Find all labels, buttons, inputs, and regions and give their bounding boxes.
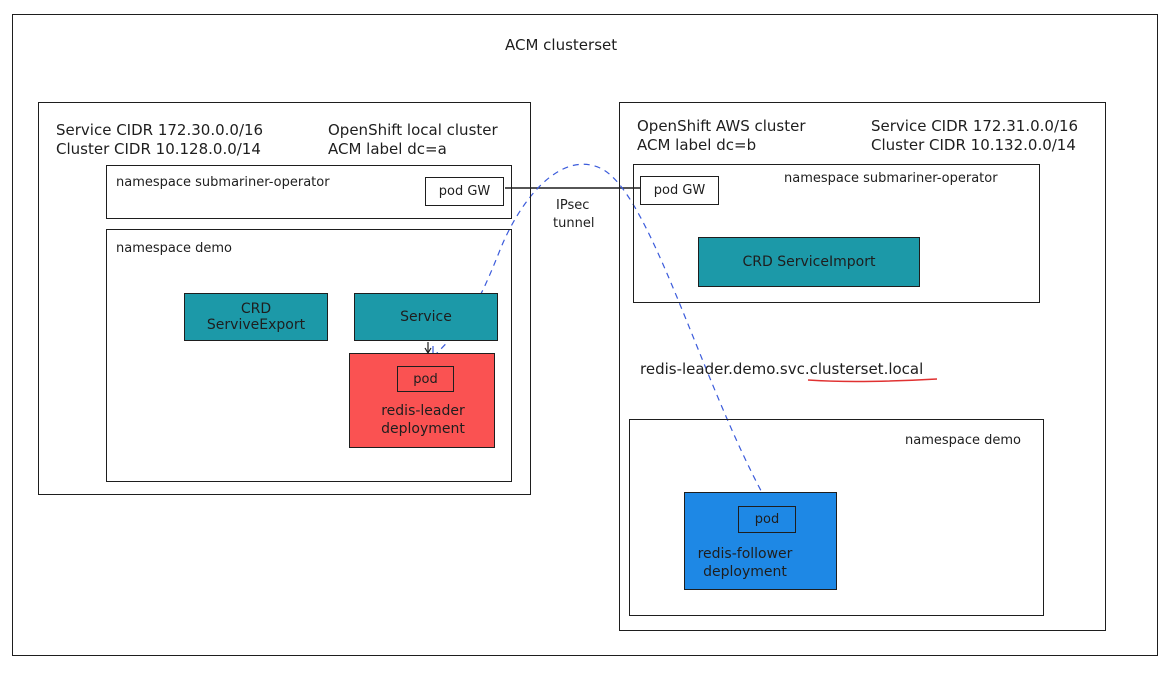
redis-leader-pod: pod [397, 366, 454, 392]
redis-follower-label: redis-follower deployment [685, 545, 805, 581]
tunnel-label: tunnel [553, 216, 595, 231]
aws-pod-gw-label: pod GW [653, 183, 706, 198]
local-service-cidr: Service CIDR 172.30.0.0/16 [56, 121, 264, 139]
redis-leader-label: redis-leader deployment [350, 402, 496, 438]
aws-ns-operator-label: namespace submariner-operator [784, 171, 998, 186]
aws-service-cidr: Service CIDR 172.31.0.0/16 [871, 117, 1079, 135]
local-ns-demo-label: namespace demo [116, 241, 233, 256]
clusterset-boundary [12, 14, 1158, 656]
redis-follower-deployment: pod redis-follower deployment [684, 492, 837, 590]
local-ns-submariner-operator [106, 165, 512, 219]
redis-follower-pod-label: pod [754, 512, 780, 527]
dns-underline [807, 378, 938, 383]
redis-leader-deployment: pod redis-leader deployment [349, 353, 495, 448]
aws-ns-demo [629, 419, 1044, 616]
crd-export-line1: CRD [240, 301, 272, 317]
dns-resolution-dashed-path [434, 163, 767, 501]
service-label: Service [400, 309, 452, 325]
dns-name: redis-leader.demo.svc.clusterset.local [640, 360, 924, 378]
crd-service-export: CRD ServiveExport [184, 293, 328, 341]
redis-leader-line2: deployment [381, 421, 465, 437]
redis-leader-pod-label: pod [413, 371, 438, 387]
redis-follower-pod: pod [738, 506, 796, 533]
crd-export-line2: ServiveExport [206, 317, 306, 333]
local-ns-operator-label: namespace submariner-operator [116, 175, 330, 190]
local-acm-label: ACM label dc=a [328, 140, 447, 158]
local-pod-gw: pod GW [425, 177, 504, 206]
local-cluster-name: OpenShift local cluster [328, 121, 498, 139]
crd-import-label: CRD ServiceImport [742, 254, 876, 270]
service-box: Service [354, 293, 498, 341]
aws-cluster-name: OpenShift AWS cluster [637, 117, 806, 135]
crd-service-import: CRD ServiceImport [698, 237, 920, 287]
ipsec-label: IPsec [556, 198, 590, 213]
local-ns-demo [106, 229, 512, 482]
aws-ns-demo-label: namespace demo [905, 433, 1022, 448]
redis-follower-line2: deployment [703, 564, 787, 580]
redis-follower-line1: redis-follower [697, 546, 793, 562]
aws-cluster-cidr: Cluster CIDR 10.132.0.0/14 [871, 136, 1076, 154]
aws-ns-submariner-operator [633, 164, 1040, 303]
local-cluster [38, 102, 531, 495]
clusterset-title: ACM clusterset [505, 36, 618, 54]
local-cluster-cidr: Cluster CIDR 10.128.0.0/14 [56, 140, 261, 158]
aws-cluster [619, 102, 1106, 631]
redis-leader-line1: redis-leader [381, 403, 465, 419]
aws-pod-gw: pod GW [640, 176, 719, 205]
aws-acm-label: ACM label dc=b [637, 136, 757, 154]
local-pod-gw-label: pod GW [438, 184, 491, 199]
